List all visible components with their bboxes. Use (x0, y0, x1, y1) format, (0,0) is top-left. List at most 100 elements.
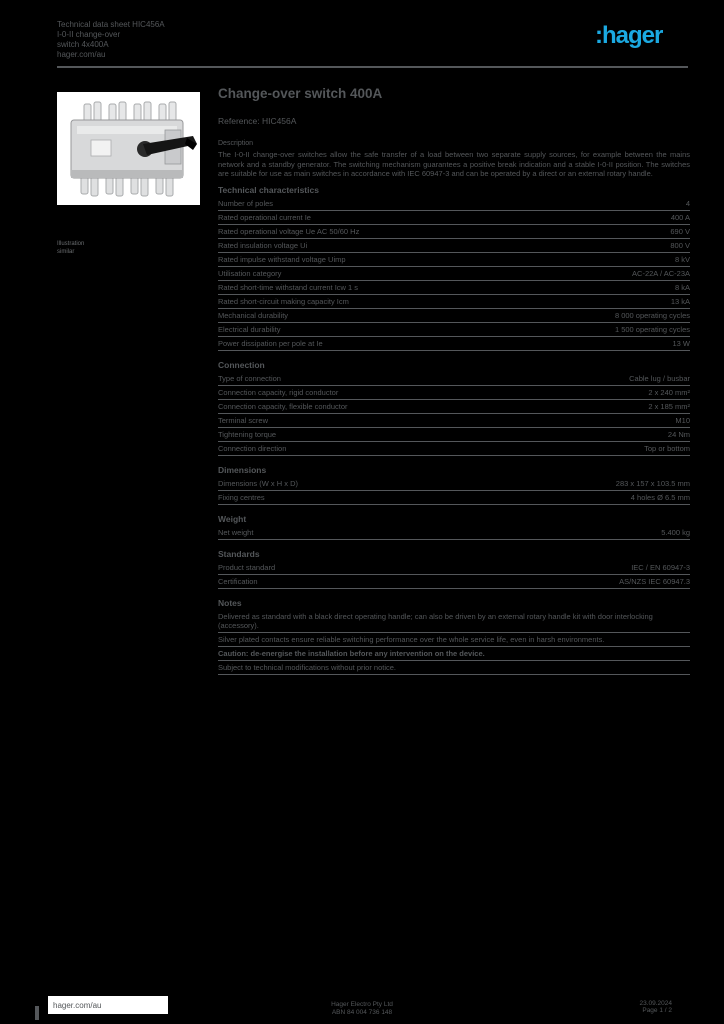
spec-value: IEC / EN 60947-3 (631, 562, 690, 572)
spec-row: Rated impulse withstand voltage Uimp 8 kV (218, 253, 690, 267)
spec-label: Dimensions (W x H x D) (218, 478, 299, 488)
spec-value: AS/NZS IEC 60947.3 (619, 576, 690, 586)
spec-value: AC-22A / AC-23A (632, 268, 690, 278)
spec-row: Product standard IEC / EN 60947-3 (218, 561, 690, 575)
spec-row: Utilisation category AC-22A / AC-23A (218, 267, 690, 281)
spec-label: Rated insulation voltage Ui (218, 240, 308, 250)
spec-value: Cable lug / busbar (629, 373, 690, 383)
header-line-4: hager.com/au (57, 50, 106, 59)
spec-row: Rated operational current Ie 400 A (218, 211, 690, 225)
spec-section-title: Technical characteristics (218, 184, 319, 195)
spec-label: Delivered as standard with a black direc… (218, 611, 653, 630)
spec-label: Number of poles (218, 198, 274, 208)
spec-label: Terminal screw (218, 415, 269, 425)
spec-row: Type of connection Cable lug / busbar (218, 372, 690, 386)
spec-value: 400 A (670, 212, 690, 222)
spec-row: Silver plated contacts ensure reliable s… (218, 633, 690, 647)
spec-label: Type of connection (218, 373, 281, 383)
caption-line-2: similar (57, 249, 75, 255)
spec-label: Rated short-circuit making capacity Icm (218, 296, 349, 306)
description-label: Description (218, 140, 254, 147)
spec-value: 690 V (670, 226, 690, 236)
footer-site-label[interactable]: hager.com/au (53, 1000, 102, 1010)
spec-label: Connection direction (218, 443, 287, 453)
spec-row: Caution: de-energise the installation be… (218, 647, 690, 661)
spec-row: Mechanical durability 8 000 operating cyc… (218, 309, 690, 323)
footer-company-line-1: Hager Electro Pty Ltd (331, 1001, 393, 1008)
spec-value: 8 kA (674, 282, 690, 292)
spec-label: Utilisation category (218, 268, 282, 278)
spec-value: 283 x 157 x 103.5 mm (615, 478, 690, 488)
spec-row: Connection capacity, rigid conductor 2 x … (218, 386, 690, 400)
spec-label: Mechanical durability (218, 310, 289, 320)
spec-section-title: Connection (218, 359, 265, 370)
spec-row: Rated short-circuit making capacity Icm 1… (218, 295, 690, 309)
spec-row: Rated insulation voltage Ui 800 V (218, 239, 690, 253)
header-line-3: switch 4x400A (57, 40, 109, 49)
spec-row: Connection direction Top or bottom (218, 442, 690, 456)
spec-label: Connection capacity, flexible conductor (218, 401, 348, 411)
spec-value: 2 x 185 mm² (648, 401, 690, 411)
spec-value: 5.400 kg (661, 527, 690, 537)
spec-row: Delivered as standard with a black direc… (218, 610, 690, 633)
spec-label: Product standard (218, 562, 276, 572)
footer-company-line-2: ABN 84 004 736 148 (331, 1008, 393, 1016)
footer-site-box[interactable]: hager.com/au (48, 996, 168, 1014)
page-title: Change-over switch 400A (218, 86, 383, 101)
spec-label: Rated operational current Ie (218, 212, 311, 222)
spec-row: Power dissipation per pole at Ie 13 W (218, 337, 690, 351)
spec-label: Rated operational voltage Ue AC 50/60 Hz (218, 226, 360, 236)
spec-value: 8 000 operating cycles (614, 310, 690, 320)
spec-label: Connection capacity, rigid conductor (218, 387, 339, 397)
datasheet-content: Change-over switch 400A Reference: HIC45… (218, 86, 690, 675)
spec-label: Caution: de-energise the installation be… (218, 648, 485, 658)
spec-section-title: Notes (218, 597, 242, 608)
spec-row: Certification AS/NZS IEC 60947.3 (218, 575, 690, 589)
spec-label: Tightening torque (218, 429, 277, 439)
footer-margin-mark (35, 1006, 39, 1020)
spec-row: Electrical durability 1 500 operating cyc… (218, 323, 690, 337)
footer-page-number: Page 1 / 2 (642, 1007, 672, 1014)
spec-section-title: Dimensions (218, 464, 267, 475)
spec-value: 1 500 operating cycles (614, 324, 690, 334)
caption-line-1: Illustration (57, 241, 85, 247)
spec-row: Tightening torque 24 Nm (218, 428, 690, 442)
document-header-text: Technical data sheet HIC456A I-0-II chan… (57, 20, 257, 60)
spec-label: Rated impulse withstand voltage Uimp (218, 254, 346, 264)
spec-row: Connection capacity, flexible conductor 2… (218, 400, 690, 414)
spec-value: 8 kV (674, 254, 690, 264)
product-reference: Reference: HIC456A (218, 116, 297, 126)
spec-label: Silver plated contacts ensure reliable s… (218, 634, 605, 644)
spec-label: Rated short-time withstand current Icw 1… (218, 282, 359, 292)
spec-row: Dimensions (W x H x D) 283 x 157 x 103.5 … (218, 477, 690, 491)
spec-label: Fixing centres (218, 492, 265, 502)
header-divider (57, 66, 688, 68)
hager-logo: :hager (595, 22, 663, 49)
product-image-caption: Illustration similar (57, 240, 119, 256)
spec-value: 800 V (670, 240, 690, 250)
change-over-switch-illustration (57, 92, 200, 205)
spec-label: Power dissipation per pole at Ie (218, 338, 323, 348)
spec-row: Subject to technical modifications witho… (218, 661, 690, 675)
footer-date: 23.09.2024 (639, 1000, 672, 1007)
spec-row: Rated short-time withstand current Icw 1… (218, 281, 690, 295)
spec-value: Top or bottom (644, 443, 690, 453)
spec-label: Subject to technical modifications witho… (218, 662, 397, 672)
spec-section-title: Standards (218, 548, 260, 559)
spec-value: 13 W (672, 338, 690, 348)
spec-label: Certification (218, 576, 258, 586)
spec-label: Electrical durability (218, 324, 281, 334)
spec-value: 2 x 240 mm² (648, 387, 690, 397)
spec-value: 24 Nm (667, 429, 690, 439)
spec-value: 13 kA (670, 296, 690, 306)
